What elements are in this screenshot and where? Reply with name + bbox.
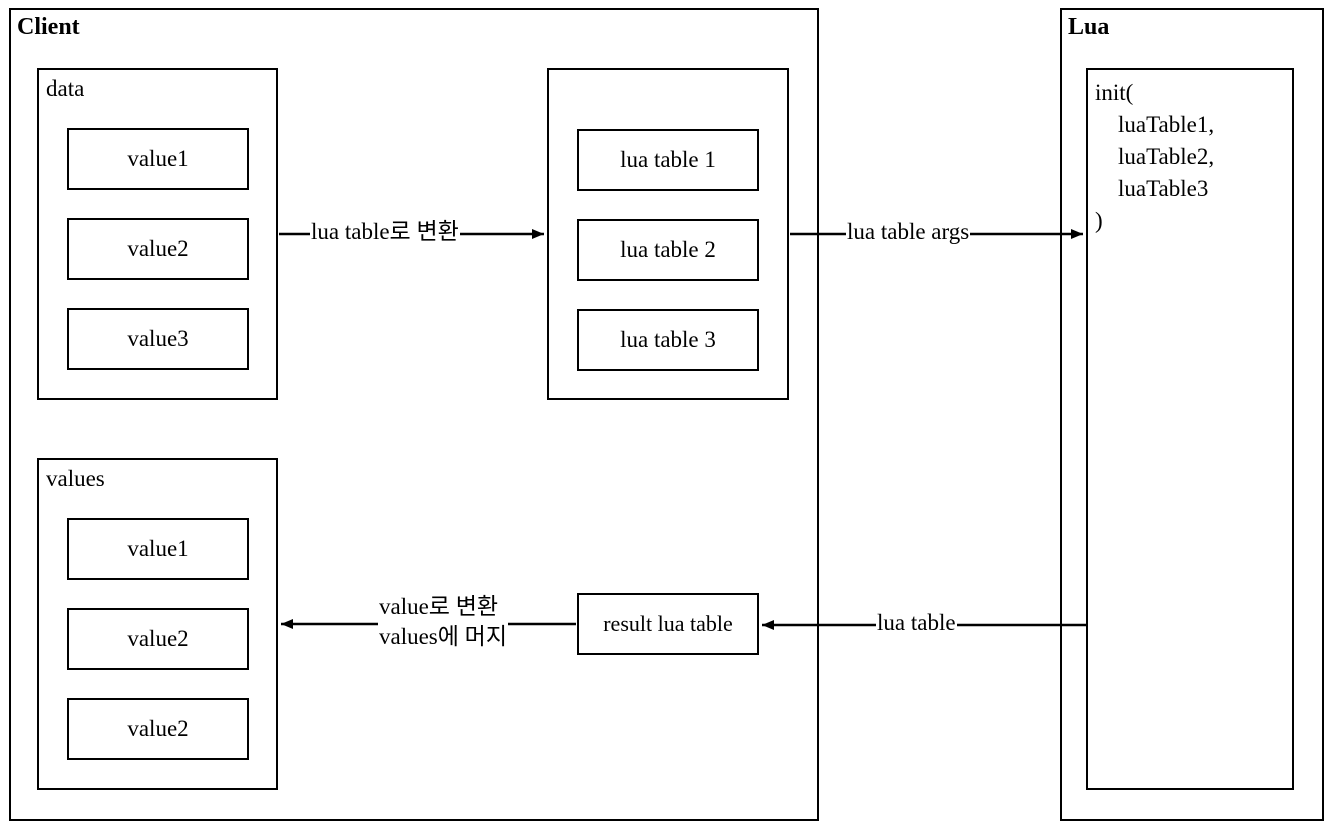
data-value-2: value2 bbox=[67, 218, 249, 280]
result-lua-table: result lua table bbox=[577, 593, 759, 655]
init-line-2: luaTable1, bbox=[1095, 112, 1215, 137]
values-value-2: value2 bbox=[67, 608, 249, 670]
edge-label-to-lua-table: lua table로 변환 bbox=[310, 219, 460, 244]
init-line-4: luaTable3 bbox=[1095, 176, 1209, 201]
data-value-3: value3 bbox=[67, 308, 249, 370]
values-group-label: values bbox=[46, 466, 105, 491]
edge-label-args: lua table args bbox=[846, 219, 971, 244]
init-line-5: ) bbox=[1095, 208, 1103, 233]
init-code: init( luaTable1, luaTable2, luaTable3 ) bbox=[1095, 77, 1214, 237]
init-line-1: init( bbox=[1095, 80, 1134, 105]
edge-label-to-values-line-2: values에 머지 bbox=[379, 624, 507, 649]
lua-title: Lua bbox=[1068, 14, 1110, 40]
lua-init-box: init( luaTable1, luaTable2, luaTable3 ) bbox=[1086, 68, 1294, 790]
data-value-1: value1 bbox=[67, 128, 249, 190]
lua-table-1: lua table 1 bbox=[577, 129, 759, 191]
data-group-label: data bbox=[46, 76, 85, 101]
edge-label-return-table: lua table bbox=[876, 610, 957, 635]
values-value-3: value2 bbox=[67, 698, 249, 760]
edge-label-to-values: value로 변환 values에 머지 bbox=[378, 592, 508, 652]
init-line-3: luaTable2, bbox=[1095, 144, 1215, 169]
edge-label-to-values-line-1: value로 변환 bbox=[379, 594, 499, 619]
values-value-1: value1 bbox=[67, 518, 249, 580]
lua-table-2: lua table 2 bbox=[577, 219, 759, 281]
client-title: Client bbox=[17, 14, 80, 40]
lua-table-3: lua table 3 bbox=[577, 309, 759, 371]
